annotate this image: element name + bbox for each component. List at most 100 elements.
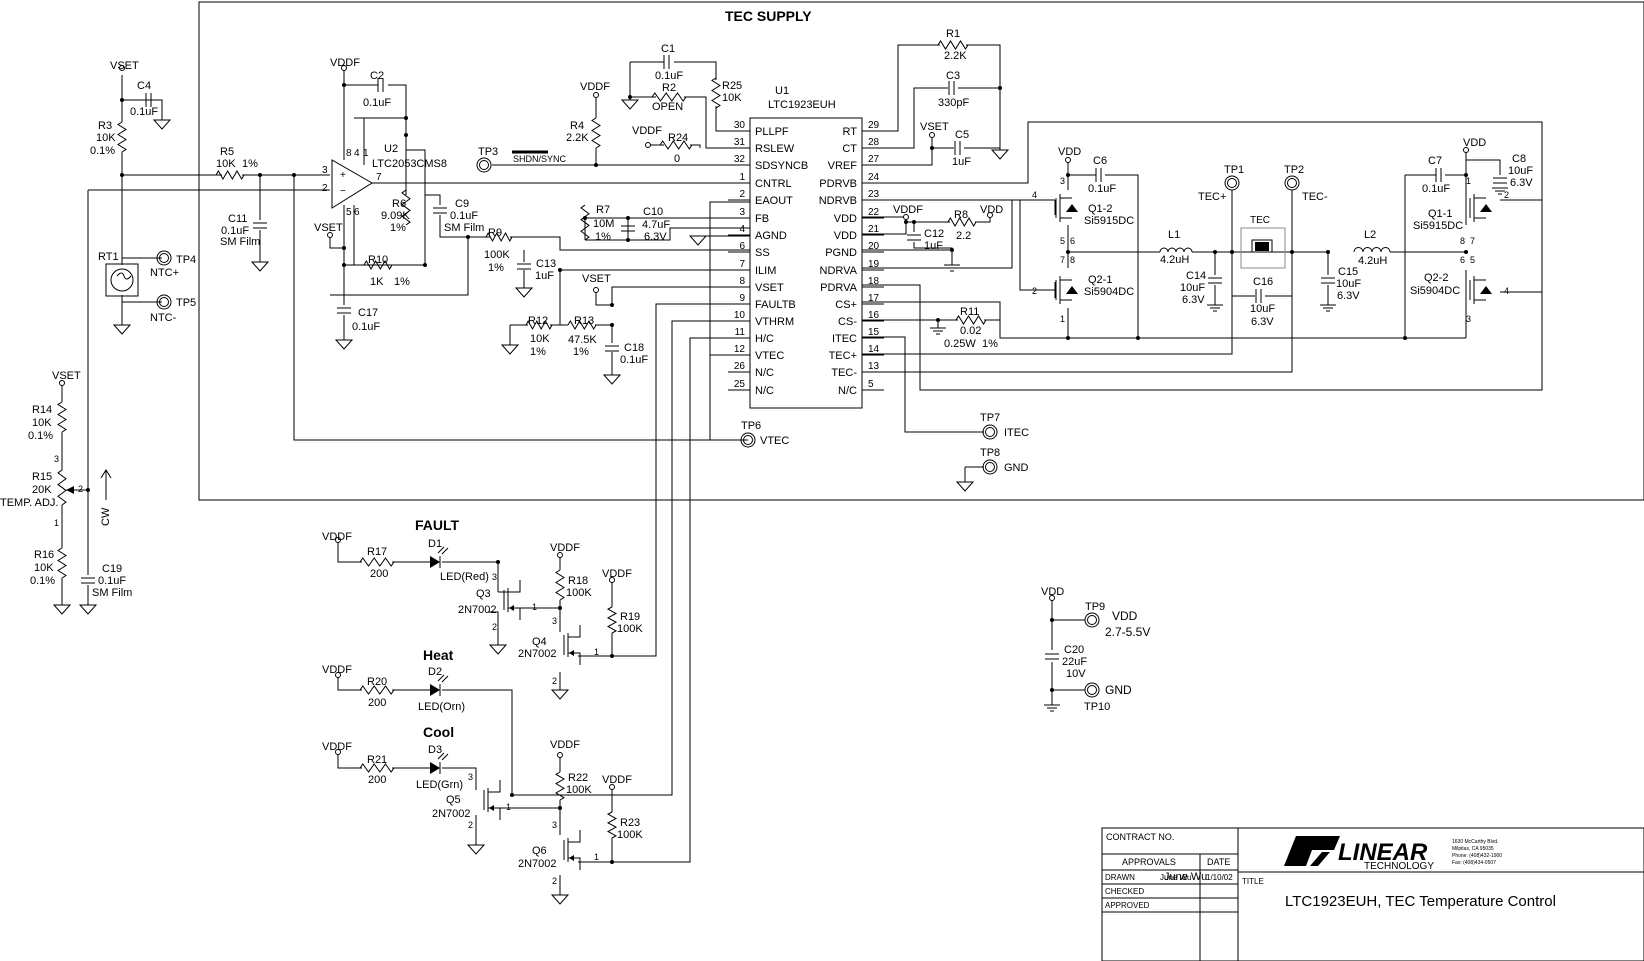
- u1-pin-name: SDSYNCB: [755, 160, 808, 172]
- u1-pin-num: 13: [868, 361, 880, 372]
- u1-pin-num: 25: [734, 379, 746, 390]
- vddf-label-r19: VDDF: [602, 568, 632, 580]
- tec-element: TEC: [1240, 215, 1286, 269]
- r15-ref: R15: [32, 471, 52, 483]
- tp7-ref: TP7: [980, 412, 1000, 424]
- net-terminal: [341, 65, 347, 71]
- u1-left-pins: 30PLLPF31RSLEW32SDSYNCB1CNTRL2EAOUT3FB4A…: [728, 120, 808, 397]
- r3-tol: 0.1%: [90, 145, 115, 157]
- heat-title: Heat: [423, 647, 454, 663]
- u1-pin-name: AGND: [755, 230, 787, 242]
- r10-resistor: [363, 260, 393, 270]
- junction-dot: [510, 793, 514, 797]
- q5-mosfet: [489, 805, 494, 811]
- q4-ref: Q4: [532, 636, 547, 648]
- junction-dot: [404, 133, 408, 137]
- linear-logo: LINEAR TECHNOLOGY 1630 McCarthy Blvd. Mi…: [1284, 836, 1502, 872]
- u1-pin-name: VREF: [828, 160, 858, 172]
- junction-dot: [610, 860, 614, 864]
- d3-led: [441, 753, 449, 761]
- vddf-label-r8: VDDF: [893, 204, 923, 216]
- r4-val: 2.2K: [566, 132, 589, 144]
- q6-pin-s: 2: [552, 876, 557, 886]
- c14-ref: C14: [1186, 270, 1206, 282]
- c3-ref: C3: [946, 70, 960, 82]
- q4-pin-s: 2: [552, 676, 557, 686]
- tp2-label: TEC-: [1302, 191, 1328, 203]
- r14-resistor: [57, 401, 67, 433]
- u1-body: [749, 117, 863, 409]
- q22-pin-d2: 5: [1470, 255, 1475, 265]
- r1-ref: R1: [946, 28, 960, 40]
- tp8-ground: [955, 481, 975, 492]
- u1-pin-name: FB: [755, 213, 769, 225]
- svg-text:+: +: [340, 170, 346, 181]
- tp8-testpoint: [985, 462, 995, 472]
- u1-pin-name: N/C: [755, 367, 774, 379]
- tp9-testpoint: [1084, 612, 1100, 628]
- junction-dot: [342, 263, 346, 267]
- c20-v: 10V: [1066, 668, 1086, 680]
- c15-ref: C15: [1338, 266, 1358, 278]
- u2-pin-out: 7: [376, 172, 382, 183]
- addr1: 1630 McCarthy Blvd.: [1452, 839, 1498, 845]
- r14-val: 10K: [32, 417, 52, 429]
- u1-pin-name: RSLEW: [755, 143, 795, 155]
- c14-val: 10uF: [1180, 282, 1205, 294]
- r4-resistor: [591, 117, 601, 149]
- title-block: CONTRACT NO. APPROVALS DATE DRAWN June W…: [1101, 827, 1644, 961]
- u1-pin-num: 32: [734, 154, 746, 165]
- net-terminal: [335, 537, 341, 543]
- tb-checked: CHECKED: [1105, 887, 1144, 896]
- q6-part: 2N7002: [518, 858, 557, 870]
- c11-type: SM Film: [220, 236, 260, 248]
- r14-tol: 0.1%: [28, 430, 53, 442]
- junction-dot: [1050, 618, 1054, 622]
- r10-ref: R10: [368, 254, 388, 266]
- tp8-label: GND: [1004, 462, 1029, 474]
- phone: Phone: (408)432-1900: [1452, 853, 1502, 859]
- net-terminal: [929, 132, 935, 138]
- l1-val: 4.2uH: [1160, 254, 1189, 266]
- c6-ref: C6: [1093, 155, 1107, 167]
- vddf-label-r24: VDDF: [632, 125, 662, 137]
- u1-pin-name: NDRVB: [819, 195, 857, 207]
- q2-2-mosfet: [1480, 286, 1492, 294]
- junction-dot: [342, 83, 346, 87]
- tp4-testpoint: [159, 253, 169, 263]
- r11-ref: R11: [960, 306, 979, 318]
- junction-dot: [1066, 173, 1070, 177]
- c19-type: SM Film: [92, 587, 132, 599]
- tp5-testpoint: [156, 294, 172, 310]
- u1-pin-num: 26: [734, 361, 746, 372]
- r6-resistor: [401, 189, 411, 226]
- r16-ref: R16: [34, 549, 54, 561]
- c5-val: 1uF: [952, 156, 971, 168]
- q21-pin-g: 2: [1032, 286, 1037, 296]
- junction-dot: [950, 248, 954, 252]
- u1-pin-num: 27: [868, 154, 880, 165]
- c16-v: 6.3V: [1251, 316, 1274, 328]
- junction-dot: [342, 246, 346, 250]
- net-terminal: [593, 92, 599, 98]
- vddf-label-r4: VDDF: [580, 81, 610, 93]
- wires: [61, 44, 1543, 895]
- q12-pin-d: 5: [1060, 236, 1065, 246]
- r23-resistor: [606, 811, 618, 839]
- net-terminal: [987, 212, 993, 218]
- c4-ground: [152, 119, 172, 130]
- q22-pin-d: 6: [1460, 255, 1465, 265]
- c15-val: 10uF: [1336, 278, 1361, 290]
- q4-pin-d: 3: [552, 616, 557, 626]
- net-terminal: [335, 672, 341, 678]
- r11-tol: 1%: [982, 338, 998, 350]
- tp4-testpoint: [156, 250, 172, 266]
- svg-text:−: −: [340, 186, 346, 197]
- net-terminal: [1463, 147, 1469, 153]
- q5-part: 2N7002: [432, 808, 471, 820]
- tp10-testpoint: [1084, 682, 1100, 698]
- d3-led: [437, 752, 445, 760]
- c5-ref: C5: [955, 129, 969, 141]
- ntc-ground: [112, 324, 132, 335]
